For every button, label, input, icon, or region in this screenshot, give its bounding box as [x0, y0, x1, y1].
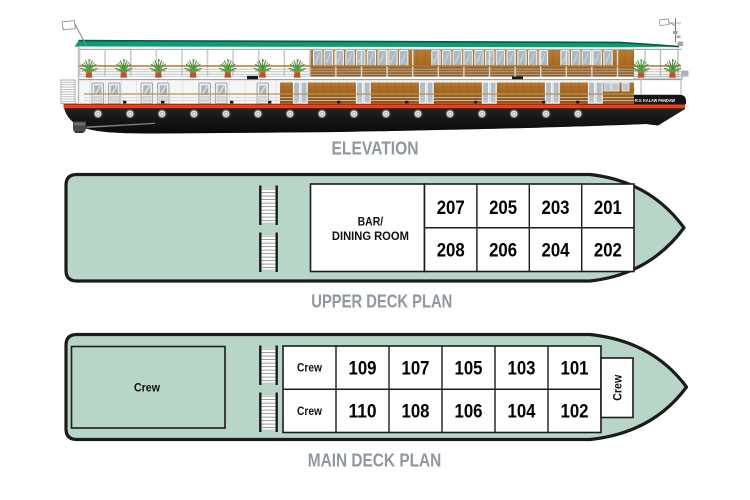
- svg-text:106: 106: [455, 402, 483, 423]
- svg-text:108: 108: [402, 402, 430, 423]
- svg-text:109: 109: [349, 358, 377, 379]
- svg-text:UPPER DECK PLAN: UPPER DECK PLAN: [311, 292, 452, 312]
- svg-text:110: 110: [349, 402, 377, 423]
- svg-text:Crew: Crew: [134, 380, 160, 394]
- svg-text:R.V. KALAW PANDAW: R.V. KALAW PANDAW: [635, 98, 675, 103]
- svg-text:Crew: Crew: [611, 374, 625, 400]
- svg-text:ELEVATION: ELEVATION: [332, 139, 419, 159]
- svg-text:DINING ROOM: DINING ROOM: [332, 231, 409, 243]
- svg-text:107: 107: [402, 358, 430, 379]
- svg-text:205: 205: [489, 198, 517, 219]
- svg-text:104: 104: [508, 402, 536, 423]
- svg-text:201: 201: [594, 198, 622, 219]
- svg-text:206: 206: [489, 241, 517, 262]
- svg-text:BAR/: BAR/: [358, 216, 384, 228]
- svg-text:Crew: Crew: [297, 404, 323, 418]
- svg-text:103: 103: [508, 358, 536, 379]
- svg-text:102: 102: [561, 402, 589, 423]
- svg-text:203: 203: [542, 198, 570, 219]
- svg-text:208: 208: [437, 241, 465, 262]
- svg-text:207: 207: [437, 198, 465, 219]
- svg-text:105: 105: [455, 358, 483, 379]
- svg-text:101: 101: [561, 358, 589, 379]
- svg-text:Crew: Crew: [297, 361, 323, 375]
- svg-text:MAIN DECK PLAN: MAIN DECK PLAN: [308, 451, 442, 471]
- svg-text:204: 204: [542, 241, 570, 262]
- svg-text:202: 202: [594, 241, 622, 262]
